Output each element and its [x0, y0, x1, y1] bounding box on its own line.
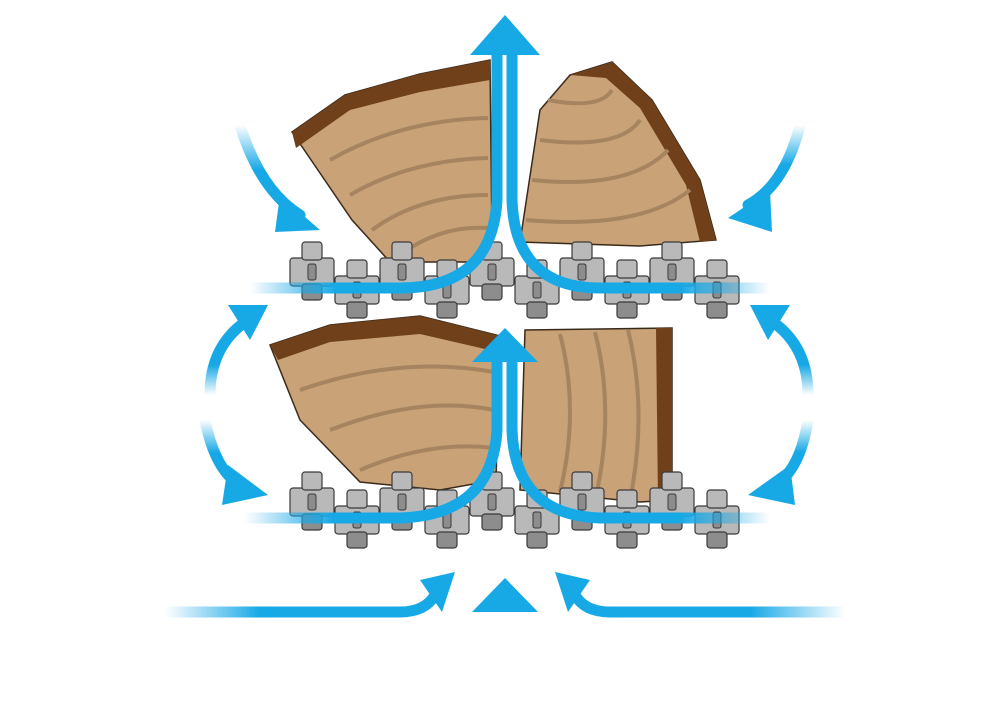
airflow-lower-right-branch: [506, 354, 776, 524]
arrowhead-side: [748, 465, 795, 505]
airflow-top-left-branch: [244, 49, 503, 294]
arrowhead-middle: [472, 328, 538, 362]
arrowhead-side: [728, 190, 772, 232]
log-middle-right: [519, 327, 673, 503]
log-top-left: [290, 59, 493, 263]
grate-link: [559, 241, 605, 301]
log-middle-left: [269, 315, 501, 491]
arrowhead-side: [228, 305, 268, 340]
grate-link: [469, 471, 515, 531]
arrowhead-bottom-center: [472, 578, 538, 612]
arrowhead-side: [275, 195, 320, 232]
grate-link: [379, 471, 425, 531]
airflow-arrows: [159, 15, 851, 697]
arrowhead-side: [222, 465, 268, 505]
log-top-right: [519, 61, 717, 247]
arrowhead-bottom-left: [420, 572, 455, 612]
arrowhead-top: [470, 15, 540, 55]
arrowhead-bottom-right: [555, 572, 590, 612]
airflow-lower-left-branch: [239, 354, 503, 524]
grate-link: [469, 241, 515, 301]
grate-chain-bottom: [289, 471, 740, 549]
airflow-top-right-branch: [506, 49, 776, 294]
grate-chain-top: [289, 241, 740, 319]
arrowhead-side: [750, 305, 790, 340]
